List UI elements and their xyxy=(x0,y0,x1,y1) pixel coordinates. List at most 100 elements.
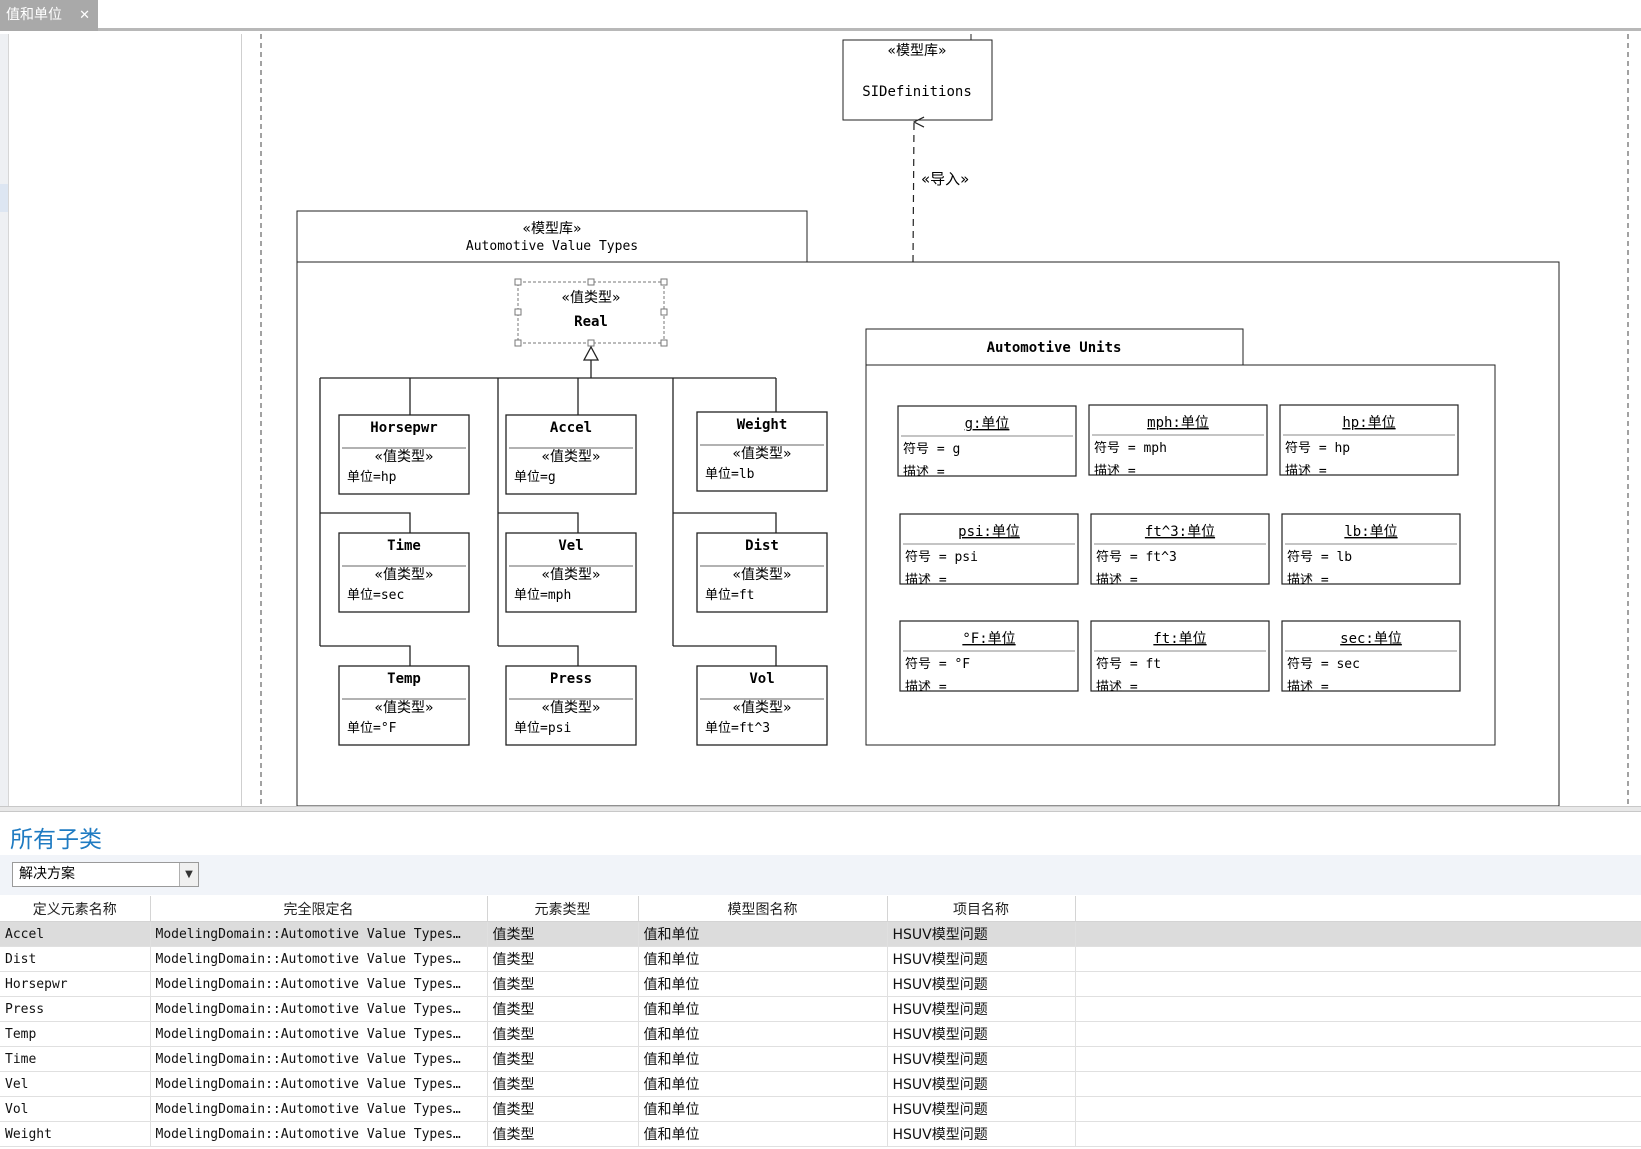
value-type-box[interactable]: Weight«值类型»单位=lb xyxy=(696,411,828,492)
unit-title: g:单位 xyxy=(965,416,1010,432)
document-tab-bar: 值和单位 ✕ xyxy=(0,0,1641,31)
value-type-box[interactable]: Accel«值类型»单位=g xyxy=(505,414,637,495)
si-definitions-package[interactable]: «模型库» SIDefinitions xyxy=(842,34,993,121)
value-type-box[interactable]: Vol«值类型»单位=ft^3 xyxy=(696,665,828,746)
cell-filler xyxy=(1075,996,1641,1022)
chevron-down-icon[interactable]: ▼ xyxy=(179,863,198,886)
cell-diagram-name: 值和单位 xyxy=(638,946,888,972)
left-pane-marker xyxy=(0,184,8,212)
diagram-canvas[interactable]: «模型库» SIDefinitions «导入» «模型库» Automotiv… xyxy=(242,34,1641,806)
panel-title: 所有子类 xyxy=(10,827,102,853)
scope-select[interactable]: 解决方案 ▼ xyxy=(12,862,199,887)
units-package-name: Automotive Units xyxy=(987,340,1122,356)
column-header-project-name[interactable]: 项目名称 xyxy=(887,896,1076,922)
cell-project-name: HSUV模型问题 xyxy=(887,946,1076,972)
cell-element-type: 值类型 xyxy=(487,946,639,972)
tab-label: 值和单位 xyxy=(6,7,62,23)
value-type-box[interactable]: Dist«值类型»单位=ft xyxy=(696,532,828,613)
cell-project-name: HSUV模型问题 xyxy=(887,921,1076,947)
cell-qualified-name: ModelingDomain::Automotive Value Types… xyxy=(150,921,488,947)
unit-title: ft:单位 xyxy=(1153,631,1206,647)
value-type-unit: 单位=ft^3 xyxy=(705,721,770,736)
value-type-box[interactable]: Horsepwr«值类型»单位=hp xyxy=(338,414,470,495)
value-type-stereotype: «值类型» xyxy=(374,449,433,465)
unit-description: 描述 = xyxy=(1096,680,1138,695)
real-name: Real xyxy=(574,314,608,330)
value-type-unit: 单位=psi xyxy=(514,721,571,736)
cell-element-type: 值类型 xyxy=(487,1046,639,1072)
cell-name: Temp xyxy=(0,1021,151,1047)
unit-description: 描述 = xyxy=(1287,680,1329,695)
value-type-box[interactable]: Press«值类型»单位=psi xyxy=(505,665,637,746)
value-type-name: Dist xyxy=(745,538,779,554)
real-stereotype: «值类型» xyxy=(561,290,620,306)
value-type-stereotype: «值类型» xyxy=(374,567,433,583)
import-label: «导入» xyxy=(921,170,969,188)
panel-toolbar xyxy=(0,855,1641,895)
unit-symbol: 符号 = ft xyxy=(1096,656,1161,672)
unit-symbol: 符号 = ft^3 xyxy=(1096,549,1177,565)
automotive-units-package[interactable]: Automotive Units xyxy=(865,328,1496,746)
column-header-name[interactable]: 定义元素名称 xyxy=(0,896,151,922)
cell-filler xyxy=(1075,1121,1641,1147)
cell-filler xyxy=(1075,1046,1641,1072)
column-header-element-type[interactable]: 元素类型 xyxy=(487,896,639,922)
automotive-value-types-package[interactable]: «模型库» Automotive Value Types xyxy=(296,210,1560,806)
auto-package-name: Automotive Value Types xyxy=(466,239,638,254)
left-pane xyxy=(0,34,242,806)
cell-name: Horsepwr xyxy=(0,971,151,997)
value-type-box[interactable]: Time«值类型»单位=sec xyxy=(338,532,470,613)
value-type-box[interactable]: Vel«值类型»单位=mph xyxy=(505,532,637,613)
si-package-name: SIDefinitions xyxy=(862,84,972,100)
unit-title: hp:单位 xyxy=(1342,415,1395,431)
column-header-qualified-name[interactable]: 完全限定名 xyxy=(150,896,488,922)
cell-qualified-name: ModelingDomain::Automotive Value Types… xyxy=(150,971,488,997)
cell-qualified-name: ModelingDomain::Automotive Value Types… xyxy=(150,1046,488,1072)
import-dependency-arrow[interactable] xyxy=(912,122,914,263)
cell-filler xyxy=(1075,1096,1641,1122)
value-type-unit: 单位=g xyxy=(514,470,556,485)
cell-diagram-name: 值和单位 xyxy=(638,996,888,1022)
close-icon[interactable]: ✕ xyxy=(79,8,90,23)
unit-title: ft^3:单位 xyxy=(1145,524,1215,540)
value-type-stereotype: «值类型» xyxy=(732,700,791,716)
left-pane-stripe xyxy=(0,34,9,806)
cell-diagram-name: 值和单位 xyxy=(638,1096,888,1122)
value-type-name: Weight xyxy=(737,417,788,433)
cell-name: Weight xyxy=(0,1121,151,1147)
cell-element-type: 值类型 xyxy=(487,971,639,997)
cell-qualified-name: ModelingDomain::Automotive Value Types… xyxy=(150,1121,488,1147)
cell-project-name: HSUV模型问题 xyxy=(887,971,1076,997)
value-type-stereotype: «值类型» xyxy=(541,449,600,465)
panel-splitter[interactable] xyxy=(0,806,1641,812)
unit-description: 描述 = xyxy=(1094,464,1136,479)
real-value-type[interactable]: «值类型» Real xyxy=(514,278,668,347)
unit-symbol: 符号 = lb xyxy=(1287,549,1352,565)
cell-name: Vel xyxy=(0,1071,151,1097)
value-type-box[interactable]: Temp«值类型»单位=°F xyxy=(338,665,470,746)
diagram-svg[interactable]: «模型库» SIDefinitions «导入» «模型库» Automotiv… xyxy=(242,34,1641,806)
column-header-diagram-name[interactable]: 模型图名称 xyxy=(638,896,888,922)
selection-handles[interactable] xyxy=(514,278,668,347)
unit-title: sec:单位 xyxy=(1340,631,1402,647)
tab-values-and-units[interactable]: 值和单位 ✕ xyxy=(0,0,98,31)
